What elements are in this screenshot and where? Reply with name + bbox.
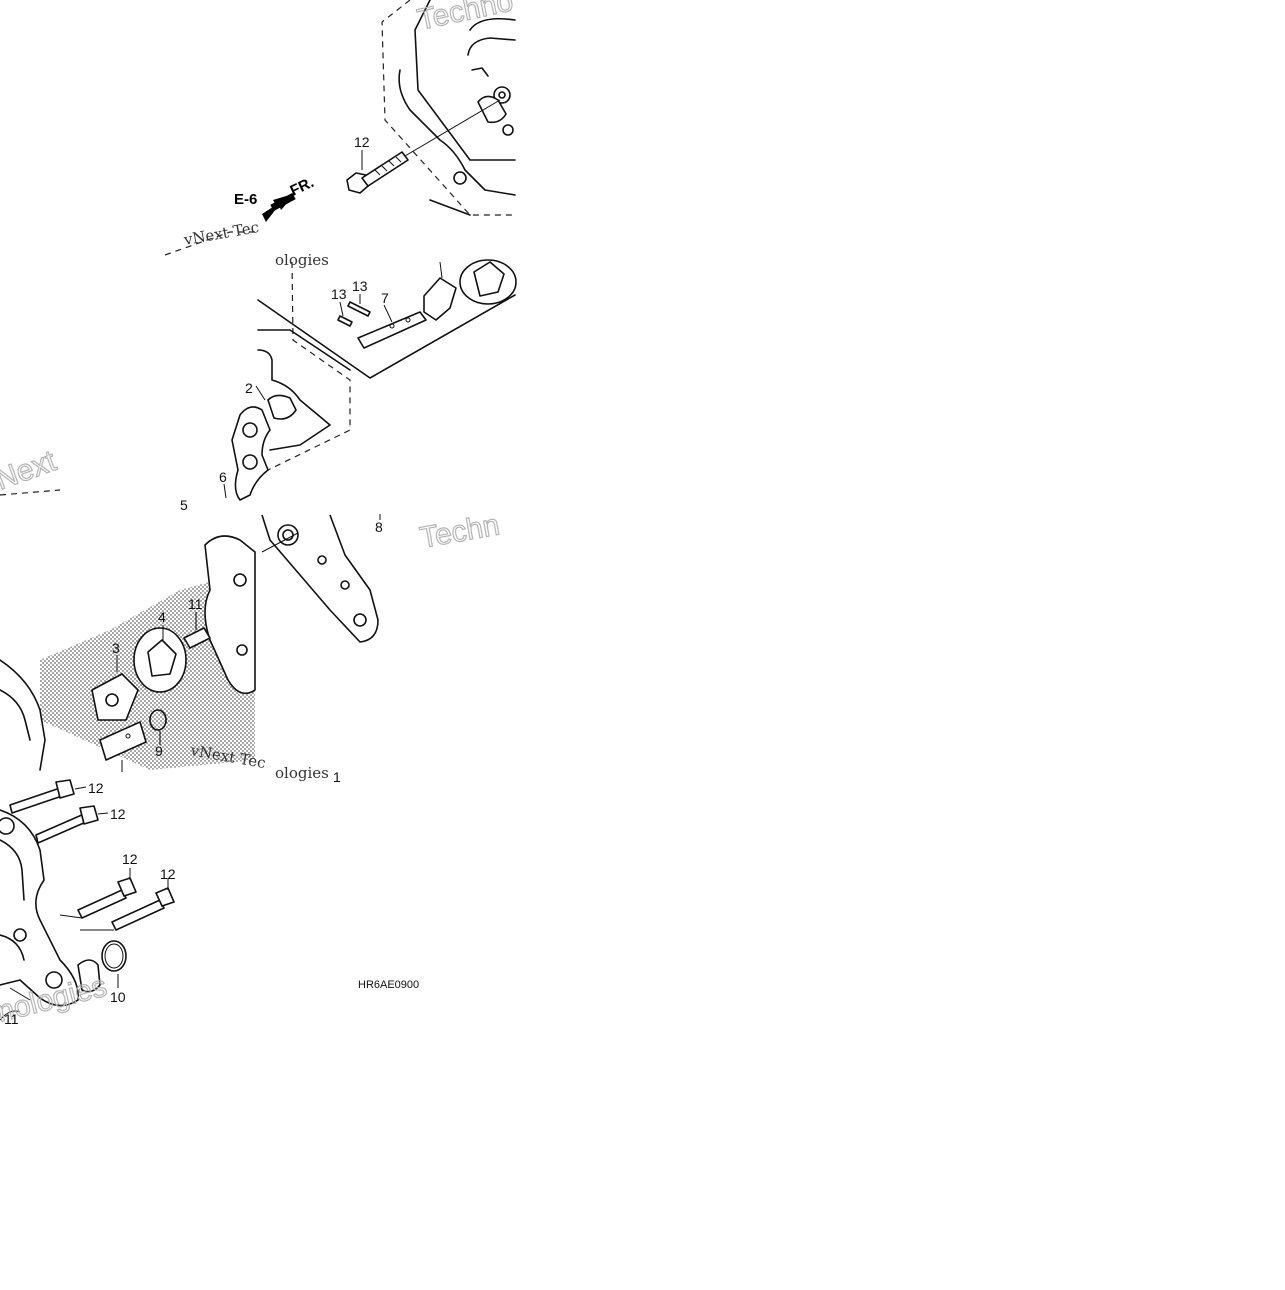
watermark-text-2: ologies — [275, 251, 329, 269]
callout-12-top: 12 — [354, 134, 370, 150]
callout-12-e: 12 — [160, 866, 176, 882]
callout-9: 9 — [155, 743, 163, 759]
callout-13-a: 13 — [331, 286, 347, 302]
callout-4: 4 — [158, 609, 166, 625]
callout-10: 10 — [110, 989, 126, 1005]
callouts: 12 13 13 7 2 6 5 8 11 4 3 9 1 12 12 12 1… — [4, 134, 389, 1027]
callout-5: 5 — [180, 497, 188, 513]
lower-pump-panel — [0, 483, 256, 772]
bottom-housing-panel — [0, 779, 175, 1021]
middle-pump-panel — [164, 231, 517, 501]
front-direction-arrow — [262, 192, 296, 222]
callout-12-b: 12 — [88, 780, 104, 796]
watermark-big-1: Techno — [415, 0, 516, 37]
callout-11-b: 11 — [4, 1011, 19, 1027]
callout-2: 2 — [245, 380, 253, 396]
diagram-code: HR6AE0900 — [358, 979, 419, 991]
callout-13-b: 13 — [352, 278, 368, 294]
reference-label: E-6 — [234, 191, 257, 208]
watermarks: Techno Techn Next nologies vNext Tec olo… — [0, 0, 517, 1029]
watermark-text-4: ologies — [275, 764, 329, 782]
callout-8: 8 — [375, 519, 383, 535]
callout-11-a: 11 — [188, 596, 203, 612]
top-case-panel — [381, 0, 516, 216]
callout-1: 1 — [333, 769, 341, 785]
direction-label: FR. — [288, 174, 317, 200]
callout-3: 3 — [112, 640, 120, 656]
watermark-text-1: vNext Tec — [182, 218, 261, 249]
watermark-big-2: Techn — [417, 508, 502, 554]
callout-12-d: 12 — [122, 851, 138, 867]
watermark-big-3: Next — [0, 444, 61, 496]
callout-12-c: 12 — [110, 806, 126, 822]
callout-7: 7 — [381, 290, 389, 306]
callout-6: 6 — [219, 469, 227, 485]
part-8-plate — [261, 514, 381, 643]
bolt-12-top — [346, 99, 501, 194]
